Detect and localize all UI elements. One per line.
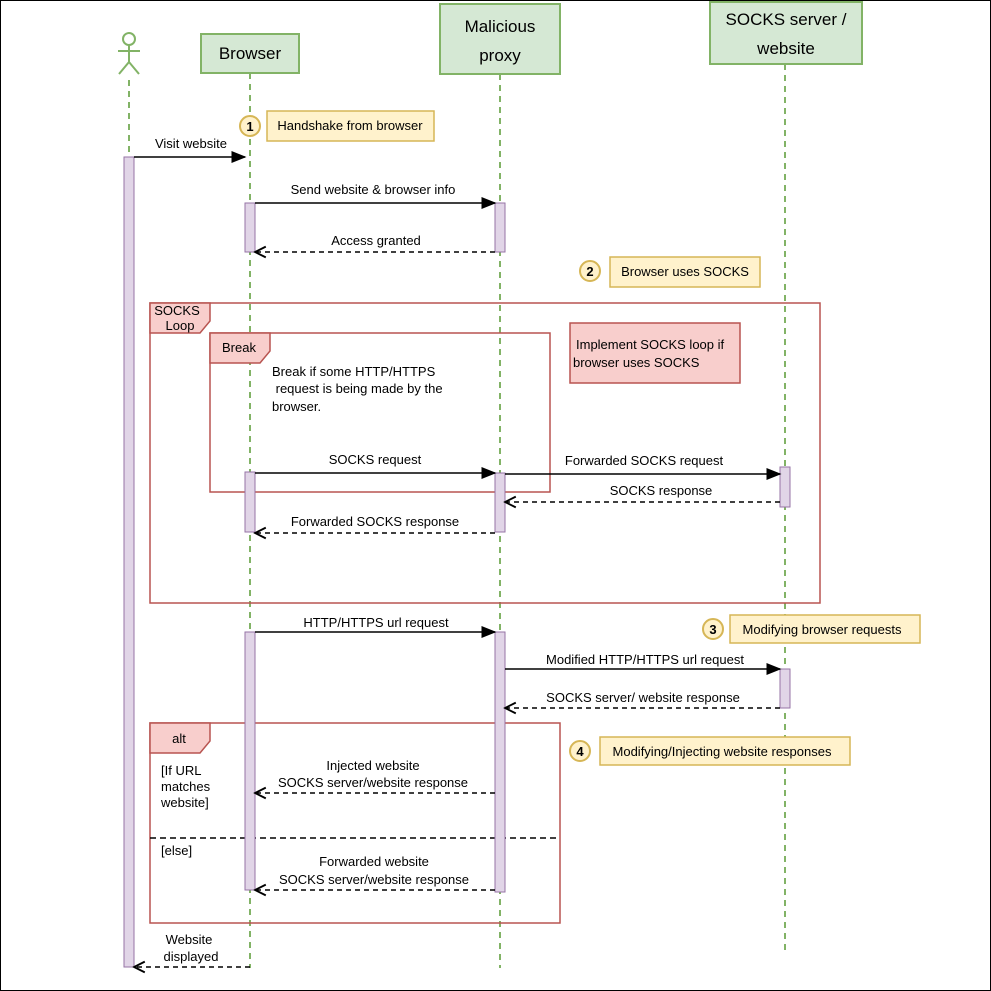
step-3-number: 3: [709, 622, 716, 637]
msg-displayed-line1: Website: [166, 932, 213, 947]
proxy-activation-3: [494, 631, 506, 893]
msg-visit-label: Visit website: [155, 136, 227, 151]
loop-note: Implement SOCKS loop if browser uses SOC…: [569, 322, 741, 384]
step-1-text: Handshake from browser: [277, 118, 423, 133]
msg-fwd-socks-req-label: Forwarded SOCKS request: [565, 453, 724, 468]
alt-cond-line2: matches: [161, 779, 211, 794]
step-4-number: 4: [576, 744, 584, 759]
msg-server-resp-label: SOCKS server/ website response: [546, 690, 740, 705]
proxy-activation-2: [494, 472, 506, 533]
msg-socks-response: SOCKS response: [505, 483, 780, 502]
alt-cond-line3: website]: [160, 795, 209, 810]
step-note-3: 3 Modifying browser requests: [702, 614, 921, 644]
msg-send-info: Send website & browser info: [255, 182, 497, 209]
participant-proxy: Malicious proxy: [439, 3, 561, 75]
server-activation-1: [779, 466, 791, 508]
browser-activation-1: [244, 202, 256, 253]
break-fragment: Break Break if some HTTP/HTTPS request i…: [209, 332, 551, 493]
msg-forwarded-line2: SOCKS server/website response: [279, 872, 469, 887]
step-2-number: 2: [586, 264, 593, 279]
msg-send-info-label: Send website & browser info: [291, 182, 456, 197]
alt-fragment: alt [If URL matches website] [else]: [149, 722, 561, 924]
break-text-line1: Break if some HTTP/HTTPS: [272, 364, 436, 379]
break-tag: Break: [222, 340, 256, 355]
step-note-4: 4 Modifying/Injecting website responses: [569, 736, 851, 766]
msg-access-granted: Access granted: [255, 233, 495, 252]
loop-note-line2: browser uses SOCKS: [573, 355, 700, 370]
participant-server: SOCKS server / website: [709, 1, 863, 65]
msg-visit-website: Visit website: [134, 136, 247, 163]
msg-modified-http-request: Modified HTTP/HTTPS url request: [505, 652, 782, 675]
participant-proxy-label-line2: proxy: [479, 46, 521, 65]
participant-proxy-label-line1: Malicious: [465, 17, 536, 36]
msg-injected-response: Injected website SOCKS server/website re…: [255, 758, 495, 793]
break-text-line2: request is being made by the: [272, 381, 443, 396]
step-note-1: 1 Handshake from browser: [239, 110, 435, 142]
browser-activation-3: [244, 631, 256, 891]
msg-socks-request: SOCKS request: [255, 452, 497, 479]
server-activation-2: [779, 668, 791, 709]
loop-tag-line2: Loop: [166, 318, 195, 333]
actor-icon: [118, 32, 140, 75]
step-3-text: Modifying browser requests: [743, 622, 902, 637]
msg-mod-http-req-label: Modified HTTP/HTTPS url request: [546, 652, 744, 667]
msg-socks-resp-label: SOCKS response: [610, 483, 713, 498]
msg-server-response: SOCKS server/ website response: [505, 690, 780, 708]
break-text-line3: browser.: [272, 399, 321, 414]
msg-fwd-socks-resp-label: Forwarded SOCKS response: [291, 514, 459, 529]
step-2-text: Browser uses SOCKS: [621, 264, 749, 279]
step-4-text: Modifying/Injecting website responses: [613, 744, 832, 759]
msg-forwarded-socks-request: Forwarded SOCKS request: [505, 453, 782, 480]
loop-note-line1: Implement SOCKS loop if: [576, 337, 725, 352]
participant-server-label-line2: website: [756, 39, 815, 58]
msg-socks-req-label: SOCKS request: [329, 452, 422, 467]
msg-injected-line1: Injected website: [326, 758, 419, 773]
participant-browser-label: Browser: [219, 44, 282, 63]
participant-server-label-line1: SOCKS server /: [726, 10, 847, 29]
msg-website-displayed: Website displayed: [134, 932, 250, 967]
msg-forwarded-socks-response: Forwarded SOCKS response: [255, 514, 495, 533]
proxy-activation-1: [494, 202, 506, 253]
alt-tag: alt: [172, 731, 186, 746]
msg-http-req-label: HTTP/HTTPS url request: [303, 615, 449, 630]
browser-activation-2: [244, 471, 256, 533]
msg-forwarded-response: Forwarded website SOCKS server/website r…: [255, 854, 495, 890]
msg-forwarded-line1: Forwarded website: [319, 854, 429, 869]
step-note-2: 2 Browser uses SOCKS: [579, 256, 761, 288]
msg-displayed-line2: displayed: [164, 949, 219, 964]
msg-access-label: Access granted: [331, 233, 421, 248]
participant-browser: Browser: [200, 33, 300, 74]
step-1-number: 1: [246, 119, 253, 134]
socks-loop-fragment: SOCKS Loop: [149, 302, 821, 604]
msg-injected-line2: SOCKS server/website response: [278, 775, 468, 790]
loop-tag-line1: SOCKS: [154, 303, 200, 318]
alt-cond-line1: [If URL: [161, 763, 201, 778]
actor-activation: [123, 156, 135, 968]
else-cond: [else]: [161, 843, 192, 858]
msg-http-request: HTTP/HTTPS url request: [255, 615, 497, 638]
